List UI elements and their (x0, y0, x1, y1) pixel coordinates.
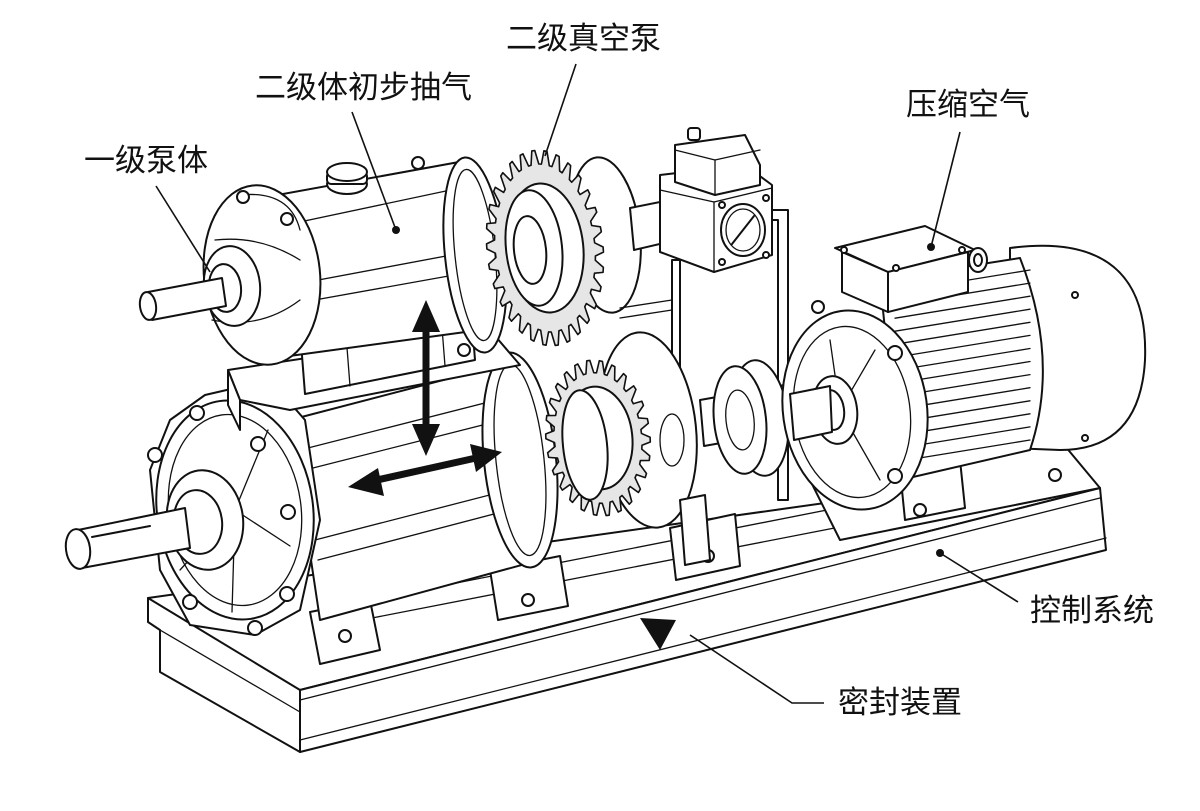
leader-lines (155, 63, 1019, 704)
electric-motor (781, 225, 1147, 541)
shaft-coupling (699, 359, 796, 477)
leader-sealing-device (689, 634, 824, 704)
label-stage2-initial-pumping: 二级体初步抽气 (255, 70, 472, 106)
cooling-fin (894, 308, 1031, 332)
leader-stage2-vacuum-pump (544, 63, 577, 157)
label-sealing-device: 密封装置 (838, 685, 962, 721)
arrow-right-icon (470, 444, 502, 472)
label-stage1-pump-body: 一级泵体 (84, 143, 208, 179)
arrow-pointer-icon (640, 618, 676, 650)
arrow-down-icon (412, 424, 440, 456)
leader-compressed-air (930, 131, 961, 248)
label-control-system: 控制系统 (1030, 593, 1154, 629)
motion-arrows (348, 300, 502, 496)
cooling-fin (894, 295, 1031, 319)
cooling-fin (894, 321, 1031, 345)
label-compressed-air: 压缩空气 (906, 87, 1030, 123)
arrow-up-icon (412, 300, 440, 332)
arrow-left-icon (348, 468, 384, 496)
leader-stage1-pump-body (155, 185, 211, 273)
leader-control-system (939, 552, 1019, 603)
leader-stage2-initial-pumping (351, 111, 397, 231)
cooling-fin (894, 334, 1031, 359)
lower-gear-assembly (544, 331, 711, 566)
upper-pump-body (138, 156, 508, 395)
label-stage2-vacuum-pump: 二级真空泵 (506, 21, 661, 57)
